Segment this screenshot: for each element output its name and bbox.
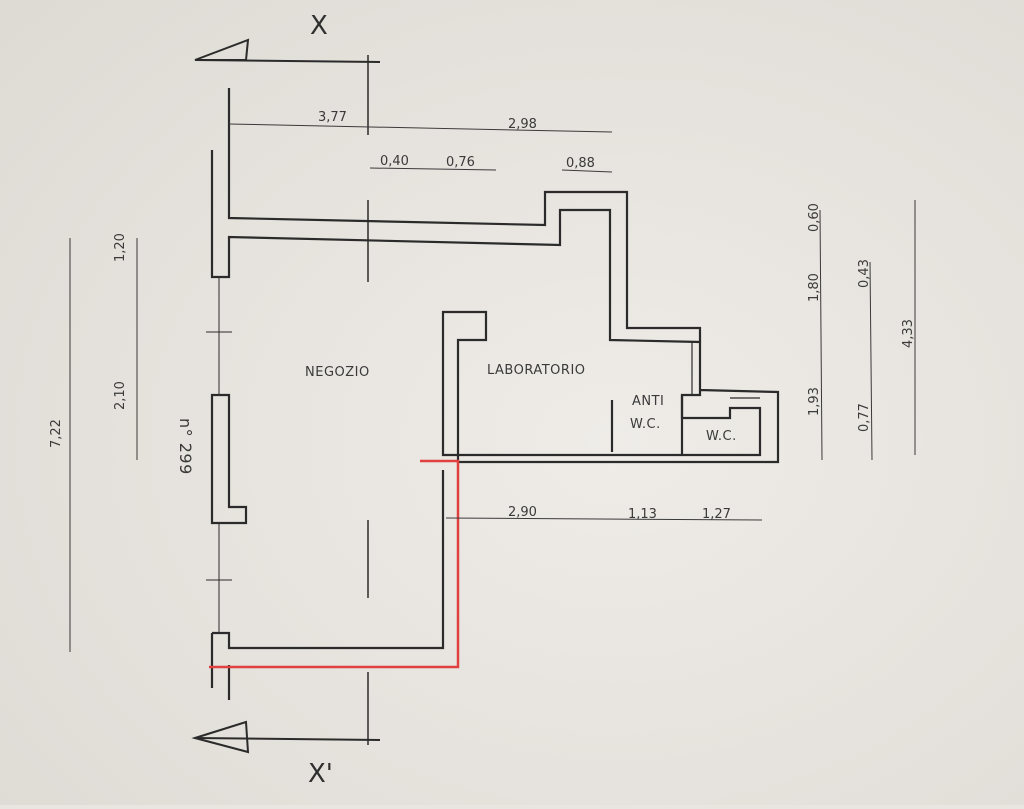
dim-top-d: 0,76	[446, 155, 475, 170]
section-marker-top	[194, 38, 381, 135]
dim-bottom-c: 1,27	[702, 507, 731, 522]
room-label-anti: ANTI	[632, 394, 664, 409]
room-label-wc: W.C.	[706, 429, 737, 444]
dim-left-total: 7,22	[49, 419, 64, 448]
dim-top-a: 3,77	[318, 110, 347, 125]
room-label-negozio: NEGOZIO	[305, 365, 370, 380]
room-label-laboratorio: LABORATORIO	[487, 363, 586, 378]
highlighted-boundary	[209, 459, 460, 669]
dim-top-e: 0,88	[566, 156, 595, 171]
dimension-lines	[69, 123, 916, 652]
dim-right-b: 1,80	[807, 273, 822, 302]
dim-left-a: 1,20	[113, 233, 128, 262]
dim-right-c: 1,93	[807, 387, 822, 416]
dim-right-d: 0,43	[857, 259, 872, 288]
dim-top-b: 2,98	[508, 117, 537, 132]
dim-right-a: 0,60	[807, 203, 822, 232]
walls	[206, 88, 780, 700]
dim-bottom-b: 1,13	[628, 507, 657, 522]
section-marker-bottom	[191, 672, 381, 754]
dim-left-b: 2,10	[113, 381, 128, 410]
section-label-bottom: X'	[308, 759, 333, 789]
room-label-anti-wc: W.C.	[630, 417, 661, 432]
street-number: n° 299	[176, 418, 195, 475]
dim-bottom-a: 2,90	[508, 505, 537, 520]
section-label-top: X	[310, 11, 328, 41]
dim-top-c: 0,40	[380, 154, 409, 169]
dim-right-total: 4,33	[901, 319, 916, 348]
dim-right-e: 0,77	[857, 403, 872, 432]
